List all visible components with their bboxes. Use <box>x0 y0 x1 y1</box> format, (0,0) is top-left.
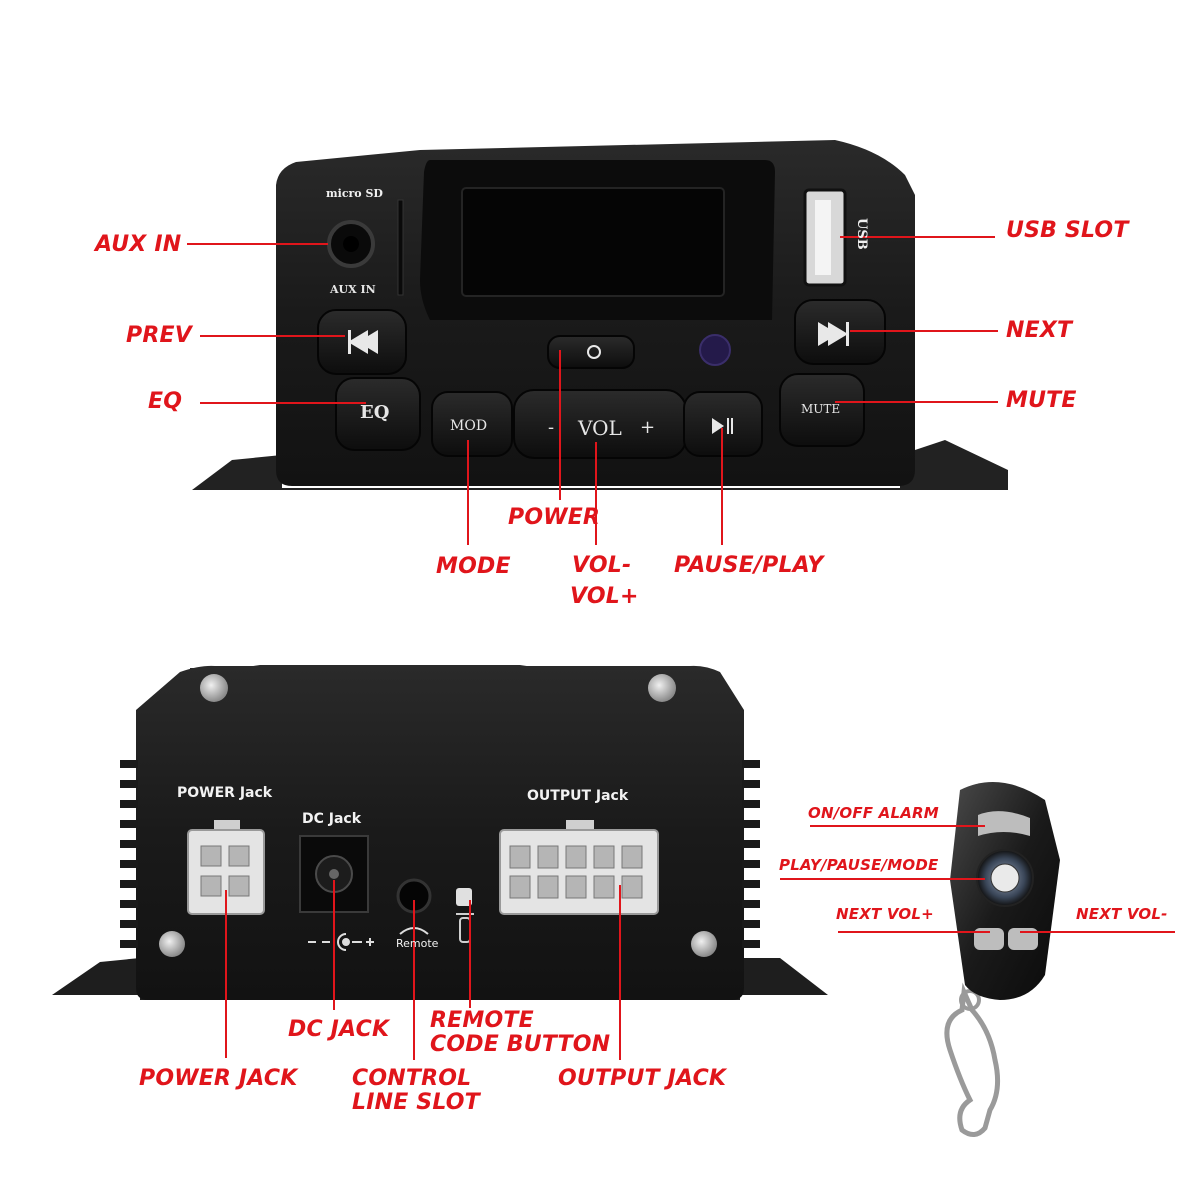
power-jack-pin-4 <box>228 875 250 897</box>
mute-button[interactable] <box>779 373 865 447</box>
callout-vol-minus: VOL- <box>572 553 632 578</box>
callout-power: POWER <box>508 505 601 530</box>
remote-alarm-button[interactable] <box>978 811 1030 836</box>
output-jack[interactable] <box>499 829 659 915</box>
callout-power-jack: POWER JACK <box>139 1066 298 1091</box>
remote-vol-minus-button[interactable] <box>1008 928 1038 950</box>
remote-center-logo-icon <box>990 863 1020 893</box>
callout-play-pause-mode: PLAY/PAUSE/MODE <box>779 856 939 874</box>
callout-eq: EQ <box>148 389 183 414</box>
screw-top-right <box>648 674 676 702</box>
remote-control <box>780 782 1175 1137</box>
mod-button[interactable] <box>431 391 513 457</box>
back-body <box>136 665 744 1000</box>
usb-label: USB <box>854 218 869 250</box>
callout-aux-in: AUX IN <box>95 232 182 257</box>
front-mounting-bracket <box>192 440 1008 490</box>
dc-jack-pin <box>329 869 339 879</box>
back-heatsink-fins-left <box>120 760 138 948</box>
back-panel <box>52 665 828 1000</box>
screw-top-left <box>200 674 228 702</box>
callout-on-off-alarm: ON/OFF ALARM <box>808 804 939 822</box>
callout-next-vol-plus: NEXT VOL+ <box>836 905 934 923</box>
back-leader-lines <box>225 880 621 1060</box>
screw-bottom-left <box>159 931 185 957</box>
remote-keyring <box>959 989 981 1011</box>
power-jack-panel-label: POWER Jack <box>177 785 273 801</box>
power-button[interactable] <box>547 335 635 369</box>
play-icon <box>712 418 724 434</box>
callout-remote-code-button-1: REMOTE <box>430 1008 534 1033</box>
callout-remote-code-button-2: CODE BUTTON <box>430 1032 611 1057</box>
front-leader-lines <box>187 236 998 545</box>
callout-pause-play: PAUSE/PLAY <box>674 553 824 578</box>
microsd-label: micro SD <box>326 187 383 200</box>
front-panel <box>192 140 1008 490</box>
callout-mode: MODE <box>436 554 511 579</box>
callout-prev: PREV <box>126 323 192 348</box>
vol-button-label: VOL <box>578 416 622 440</box>
eq-button-label: EQ <box>360 402 390 423</box>
usb-slot-tongue <box>815 200 831 275</box>
screw-bottom-right <box>691 931 717 957</box>
next-icon-bar <box>846 322 849 346</box>
callout-next-vol-minus: NEXT VOL- <box>1076 905 1168 923</box>
callout-output-jack: OUTPUT JACK <box>558 1066 727 1091</box>
display-screen <box>461 187 725 297</box>
back-heatsink-fins-right <box>742 760 760 948</box>
output-jack-panel-label: OUTPUT Jack <box>527 788 629 804</box>
prev-icon-2 <box>348 330 368 354</box>
remote-keychain <box>944 982 1001 1137</box>
vol-minus-label: - <box>548 417 555 438</box>
microsd-slot[interactable] <box>397 199 404 296</box>
dc-polarity-icon <box>308 933 374 951</box>
callout-control-line-slot-2: LINE SLOT <box>352 1090 480 1115</box>
power-icon <box>587 345 601 359</box>
callout-dc-jack: DC JACK <box>288 1017 390 1042</box>
power-jack-pin-3 <box>200 875 222 897</box>
remote-panel-label: Remote <box>396 937 439 950</box>
mute-button-label: MUTE <box>801 402 841 416</box>
remote-code-button[interactable] <box>456 888 472 906</box>
callout-vol-plus: VOL+ <box>570 584 639 609</box>
output-jack-pins <box>509 845 643 899</box>
next-icon-2 <box>828 322 848 346</box>
ir-receiver-lens <box>699 334 731 366</box>
prev-icon-bar <box>348 330 351 354</box>
eq-button[interactable] <box>335 377 421 451</box>
callout-mute: MUTE <box>1006 388 1077 413</box>
back-mounting-bracket <box>52 958 828 1000</box>
power-jack-pin-2 <box>228 845 250 867</box>
aux-in-jack-hole <box>343 236 359 252</box>
dc-jack-panel-label: DC Jack <box>302 811 362 827</box>
remote-vol-plus-button[interactable] <box>974 928 1004 950</box>
callout-control-line-slot-1: CONTROL <box>352 1066 472 1091</box>
aux-in-label: AUX IN <box>330 283 376 296</box>
callout-next: NEXT <box>1006 318 1073 343</box>
callout-usb-slot: USB SLOT <box>1006 218 1129 243</box>
power-jack-pin-1 <box>200 845 222 867</box>
pause-icon-bar-1 <box>727 418 729 434</box>
mod-button-label: MOD <box>450 418 488 434</box>
vol-plus-label: + <box>640 417 656 438</box>
pause-icon-bar-2 <box>731 418 733 434</box>
